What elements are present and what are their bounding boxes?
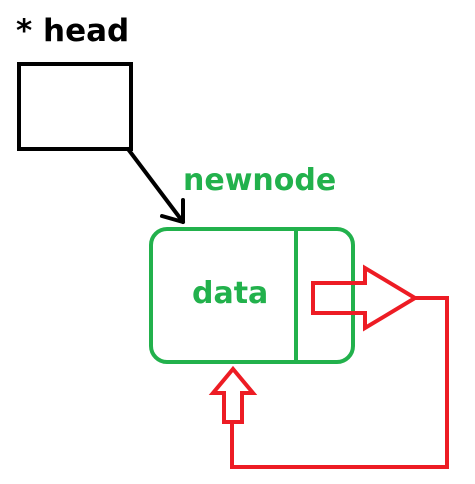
head-label: * head xyxy=(16,13,130,49)
data-field-label: data xyxy=(192,276,269,311)
self-loop-arrow xyxy=(208,264,449,469)
up-block-arrow xyxy=(208,365,258,424)
newnode-box xyxy=(149,227,355,364)
right-block-arrow xyxy=(311,264,419,332)
head-pointer-arrow xyxy=(126,147,185,224)
loop-path xyxy=(230,296,449,469)
newnode-label: newnode xyxy=(183,163,337,198)
head-box xyxy=(17,62,133,151)
